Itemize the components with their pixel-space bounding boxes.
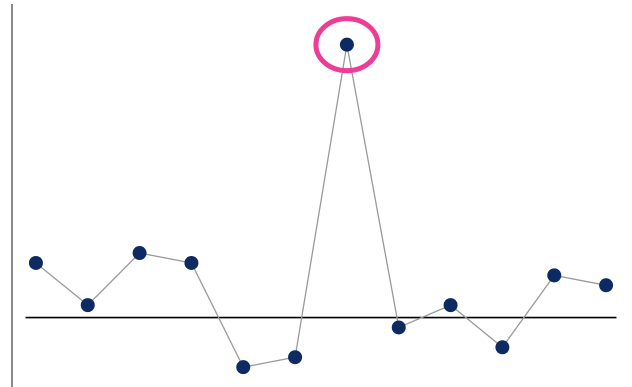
- data-point-9: [443, 298, 458, 313]
- data-point-6: [288, 350, 303, 365]
- data-point-12: [599, 278, 614, 293]
- data-point-8: [391, 320, 406, 335]
- data-point-3: [132, 246, 147, 261]
- data-point-1: [28, 255, 43, 270]
- data-point-5: [236, 360, 251, 375]
- data-point-10: [495, 340, 510, 355]
- data-point-2: [80, 298, 95, 313]
- data-point-11: [547, 268, 562, 283]
- data-point-7: [339, 37, 354, 52]
- data-points: [28, 37, 614, 375]
- highlight-ring: [313, 16, 381, 74]
- series-line: [35, 44, 607, 368]
- data-point-4: [184, 255, 199, 270]
